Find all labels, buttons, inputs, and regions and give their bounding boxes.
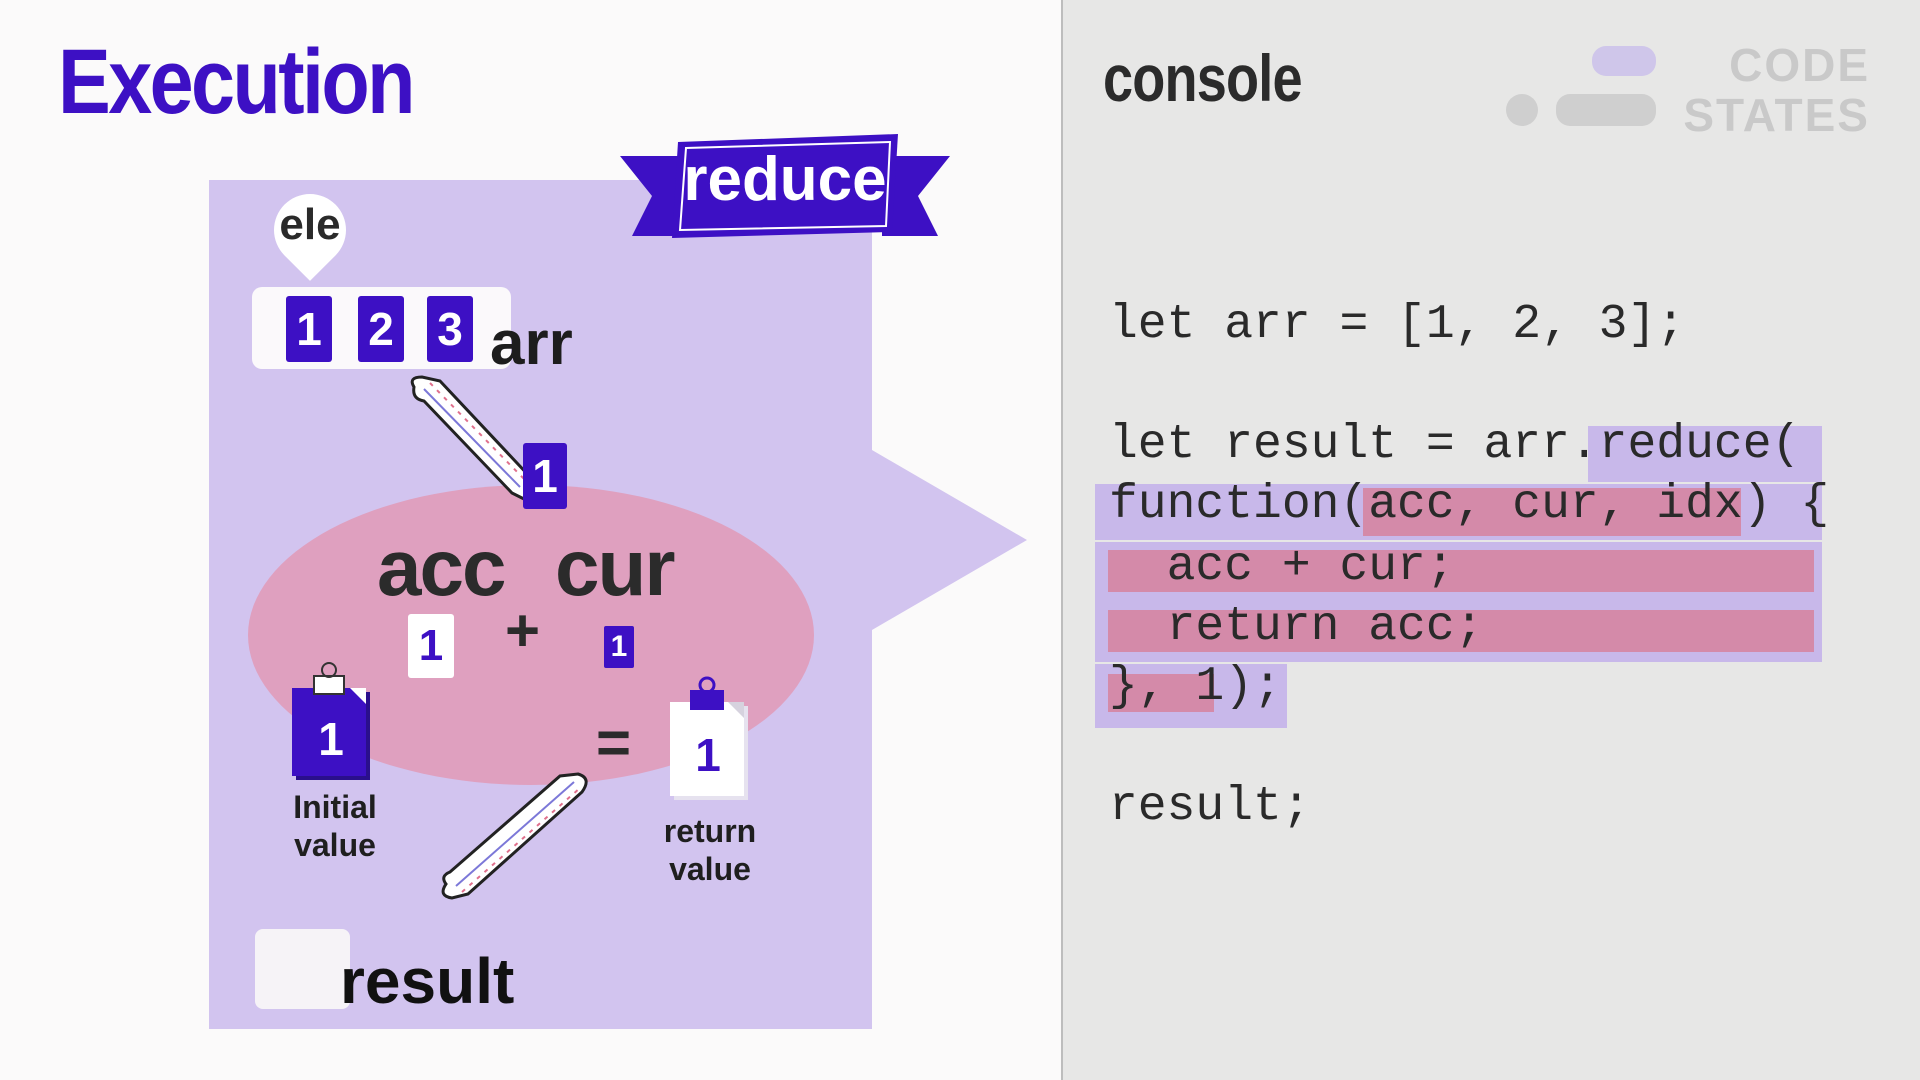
acc-label: acc [377,523,506,612]
logo-text: CODE STATES [1670,40,1870,140]
highlight-acc-cur [1108,550,1814,592]
clipboard-initial-icon [292,662,370,780]
escalator-up-icon [441,772,588,900]
highlight-reduce-call [1588,426,1822,482]
return-caption-line2: value [669,851,751,887]
escalator-down-icon [410,375,536,501]
logo-text-line2: STATES [1683,89,1870,141]
initial-value-caption: Initial value [275,788,395,864]
plus-sign: + [505,597,541,664]
cur-label: cur [555,523,675,612]
logo-text-line1: CODE [1729,39,1870,91]
logo-pill-top [1592,46,1656,76]
code-line-2: let result = arr.reduce( [1109,418,1801,472]
return-value-caption: return value [650,812,770,888]
arr-item-1: 1 [286,296,332,362]
arr-item-3: 3 [427,296,473,362]
console-pane: console [1061,0,1920,1080]
acc-value-tile: 1 [408,614,454,678]
code-line-6: }, 1); [1109,660,1282,714]
equals-sign: = [596,709,632,776]
initial-caption-line1: Initial [293,789,377,825]
execution-title: Execution [58,31,415,133]
cur-value-tile: 1 [604,626,634,668]
console-title: console [1103,41,1303,115]
highlight-return-acc [1108,610,1814,652]
highlight-params [1363,488,1741,536]
initial-caption-line2: value [294,827,376,863]
result-label: result [340,945,515,1017]
code-line-5: return acc; [1109,600,1484,654]
clipboard-return-icon [670,676,748,800]
moving-element-tile: 1 [523,443,567,509]
ribbon-label: reduce [683,144,887,214]
ribbon-icon [620,134,950,238]
code-line-4: acc + cur; [1109,540,1455,594]
code-line-7: result; [1109,780,1311,834]
logo-pill-bottom [1556,94,1656,126]
return-caption-line1: return [663,813,757,849]
logo-dot [1506,94,1538,126]
code-line-1: let arr = [1, 2, 3]; [1109,298,1686,352]
arr-label: arr [490,309,573,378]
highlight-initial-arg [1108,674,1214,712]
ele-label: ele [279,200,341,249]
reduce-ribbon: reduce [620,128,950,243]
initial-value-number: 1 [318,713,344,765]
code-line-3: function(acc, cur, idx) { [1109,478,1830,532]
arr-item-2: 2 [358,296,404,362]
result-box [255,929,350,1009]
return-value-number: 1 [695,729,721,781]
panel-pointer-arrow [872,450,1027,630]
